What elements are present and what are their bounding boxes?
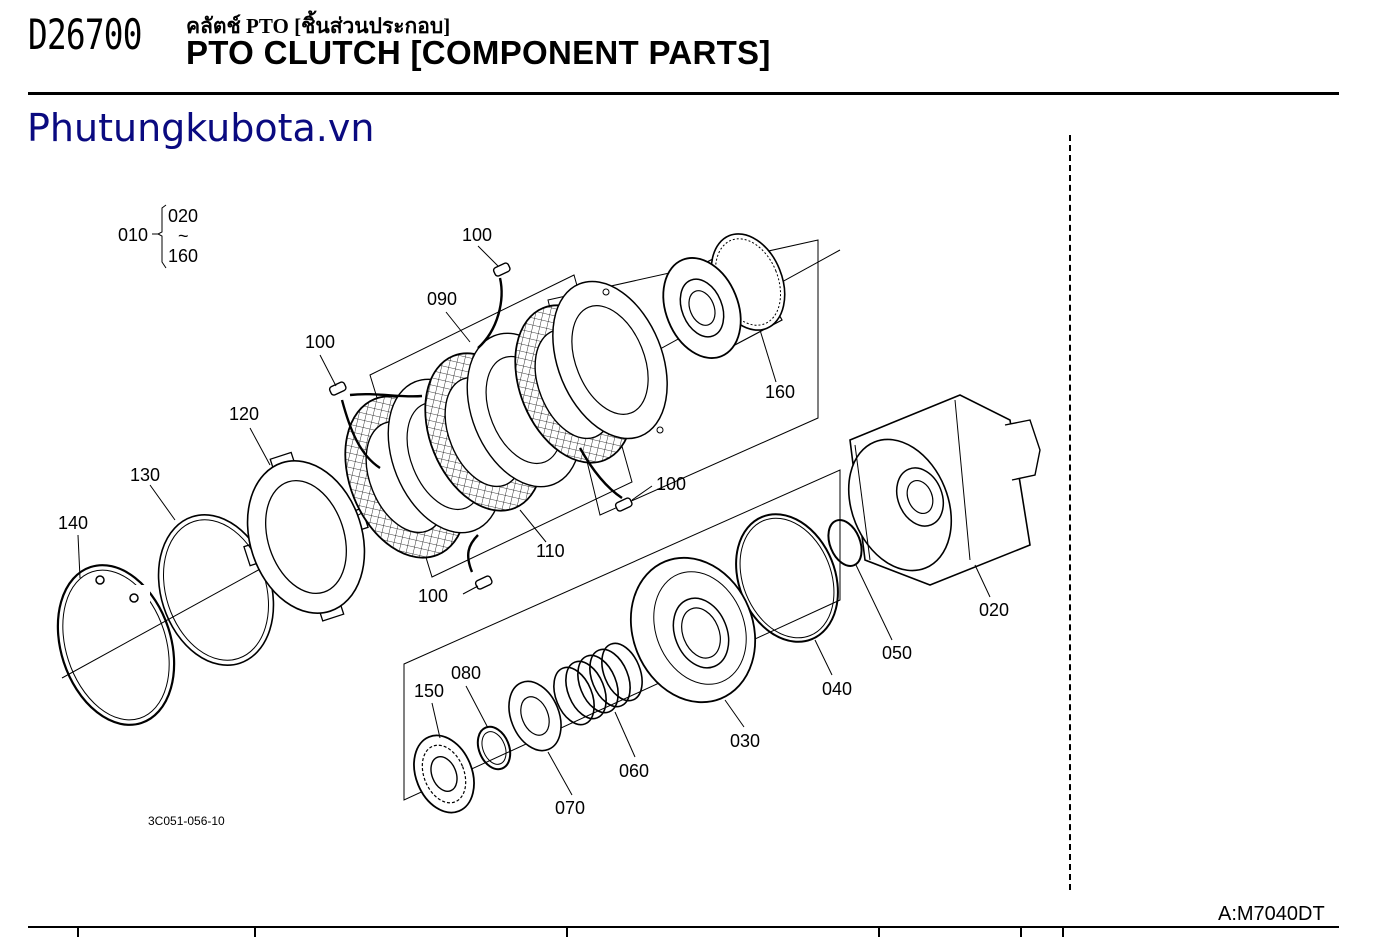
label-060[interactable]: 060 (619, 761, 649, 781)
part-100-pin-top[interactable] (477, 262, 511, 349)
footer-column-divider (254, 926, 256, 937)
title-english: PTO CLUTCH [COMPONENT PARTS] (186, 34, 771, 71)
footer-table-top-rule (28, 926, 1339, 928)
drawing-number: 3C051-056-10 (148, 814, 225, 828)
label-030[interactable]: 030 (730, 731, 760, 751)
part-020-clutch-drum[interactable] (830, 394, 1041, 586)
title-thai: คลัตช์ PTO [ชิ้นส่วนประกอบ] (186, 14, 451, 38)
label-140[interactable]: 140 (58, 513, 88, 533)
vertical-dashed-divider (1069, 135, 1071, 890)
leader-lines (77, 204, 991, 796)
part-160-clutch-hub[interactable] (649, 223, 798, 370)
model-code: A:M7040DT (1218, 903, 1325, 925)
part-120-pressure-plate[interactable] (221, 437, 391, 637)
label-010-range-tilde: ~ (178, 226, 189, 246)
label-120[interactable]: 120 (229, 404, 259, 424)
diagram-code: D26700 (28, 10, 142, 59)
part-080-circlip[interactable] (472, 722, 516, 774)
header-rule (28, 92, 1339, 95)
part-070-spring-retainer[interactable] (499, 674, 570, 759)
watermark-link[interactable]: Phutungkubota.vn (27, 106, 375, 150)
label-010[interactable]: 010 (118, 225, 148, 245)
part-050-o-ring[interactable] (822, 515, 868, 571)
label-010-range-start: 020 (168, 206, 198, 226)
label-080[interactable]: 080 (451, 663, 481, 683)
label-020[interactable]: 020 (979, 600, 1009, 620)
footer-column-divider (566, 926, 568, 937)
label-100-bottom[interactable]: 100 (418, 586, 448, 606)
label-040[interactable]: 040 (822, 679, 852, 699)
part-110-rear-plate[interactable] (531, 264, 689, 455)
label-090[interactable]: 090 (427, 289, 457, 309)
label-100-top[interactable]: 100 (462, 225, 492, 245)
footer-column-divider (878, 926, 880, 937)
label-150[interactable]: 150 (414, 681, 444, 701)
part-030-piston[interactable] (610, 539, 777, 721)
part-150-ball-bearing[interactable] (403, 726, 485, 821)
label-100-right[interactable]: 100 (656, 474, 686, 494)
label-070[interactable]: 070 (555, 798, 585, 818)
label-100-left[interactable]: 100 (305, 332, 335, 352)
label-050[interactable]: 050 (882, 643, 912, 663)
part-100-pin-right[interactable] (578, 447, 633, 512)
part-140-snap-ring[interactable] (38, 550, 193, 740)
label-110[interactable]: 110 (536, 541, 565, 561)
lower-frame (403, 469, 841, 801)
label-130[interactable]: 130 (130, 465, 160, 485)
footer-column-divider (1020, 926, 1022, 937)
footer-column-divider (77, 926, 79, 937)
part-060-return-spring[interactable] (546, 637, 650, 730)
footer-column-divider (1062, 926, 1064, 937)
label-160[interactable]: 160 (765, 382, 795, 402)
part-100-pin-bottom[interactable] (466, 534, 493, 590)
part-100-pin-left[interactable] (328, 381, 423, 470)
label-010-range-end: 160 (168, 246, 198, 266)
